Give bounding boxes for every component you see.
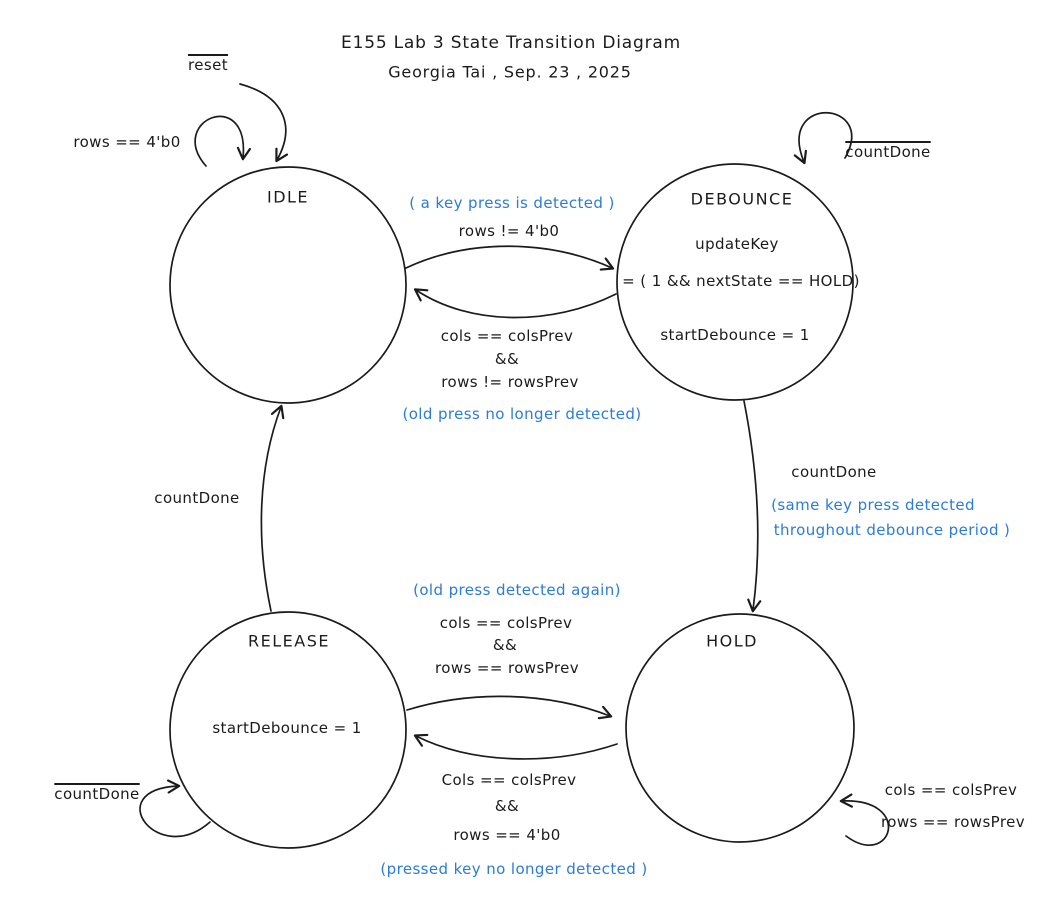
debounce-self-loop-label: countDone [845, 143, 931, 161]
debounce-to-idle-note: (old press no longer detected) [402, 405, 642, 423]
release-to-hold-condition-2: && [492, 636, 518, 654]
debounce-to-hold-arrow [743, 400, 762, 613]
debounce-to-idle-condition-3: rows != rowsPrev [441, 373, 579, 391]
idle-state-circle [169, 166, 407, 404]
hold-to-release-condition-2: && [494, 797, 520, 815]
reset-label: reset [188, 56, 228, 74]
idle-self-loop-arrow [194, 115, 251, 167]
idle-to-debounce-arrow [405, 245, 615, 271]
release-to-hold-note: (old press detected again) [413, 581, 621, 599]
hold-to-release-note: (pressed key no longer detected ) [380, 860, 648, 878]
release-to-hold-arrow [406, 695, 613, 720]
hold-to-release-condition-3: rows == 4'b0 [453, 826, 561, 844]
hold-state-circle [625, 613, 855, 843]
release-output-line1: startDebounce = 1 [212, 719, 362, 737]
hold-self-loop-label-1: cols == colsPrev [884, 781, 1018, 799]
hold-self-loop-arrow [839, 793, 890, 846]
debounce-to-idle-condition-1: cols == colsPrev [440, 327, 574, 345]
debounce-to-hold-note-2: throughout debounce period ) [773, 521, 1011, 539]
debounce-state-circle [616, 163, 854, 401]
release-to-idle-condition: countDone [154, 489, 240, 507]
hold-self-loop-label-2: rows == rowsPrev [881, 813, 1025, 831]
idle-self-loop-label: rows == 4'b0 [73, 133, 181, 151]
release-to-idle-arrow [260, 404, 285, 612]
debounce-output-line1: updateKey [695, 235, 779, 253]
reset-arrow [239, 83, 289, 163]
debounce-self-loop-arrow [793, 111, 853, 165]
release-self-loop-label: countDone [54, 785, 140, 803]
debounce-state-label: DEBOUNCE [690, 189, 794, 209]
release-state-circle [169, 611, 407, 849]
diagram-title: E155 Lab 3 State Transition Diagram [341, 33, 681, 53]
release-to-hold-condition-1: cols == colsPrev [439, 614, 573, 632]
hold-to-release-arrow [413, 733, 618, 760]
idle-state-label: IDLE [266, 187, 310, 207]
release-to-hold-condition-3: rows == rowsPrev [435, 659, 579, 677]
idle-to-debounce-condition: rows != 4'b0 [458, 222, 560, 240]
debounce-to-hold-condition: countDone [791, 463, 877, 481]
diagram-subtitle: Georgia Tai , Sep. 23 , 2025 [388, 62, 632, 82]
release-state-label: RELEASE [248, 631, 330, 651]
hold-to-release-condition-1: Cols == colsPrev [441, 771, 577, 789]
idle-to-debounce-note: ( a key press is detected ) [409, 194, 615, 212]
debounce-to-idle-arrow [413, 288, 617, 319]
debounce-to-idle-condition-2: && [494, 350, 520, 368]
release-self-loop-arrow [139, 779, 211, 838]
debounce-to-hold-note-1: (same key press detected [771, 496, 975, 514]
hold-state-label: HOLD [706, 631, 758, 651]
debounce-output-line3: startDebounce = 1 [660, 326, 810, 344]
debounce-output-line2: = ( 1 && nextState == HOLD) [622, 272, 860, 290]
